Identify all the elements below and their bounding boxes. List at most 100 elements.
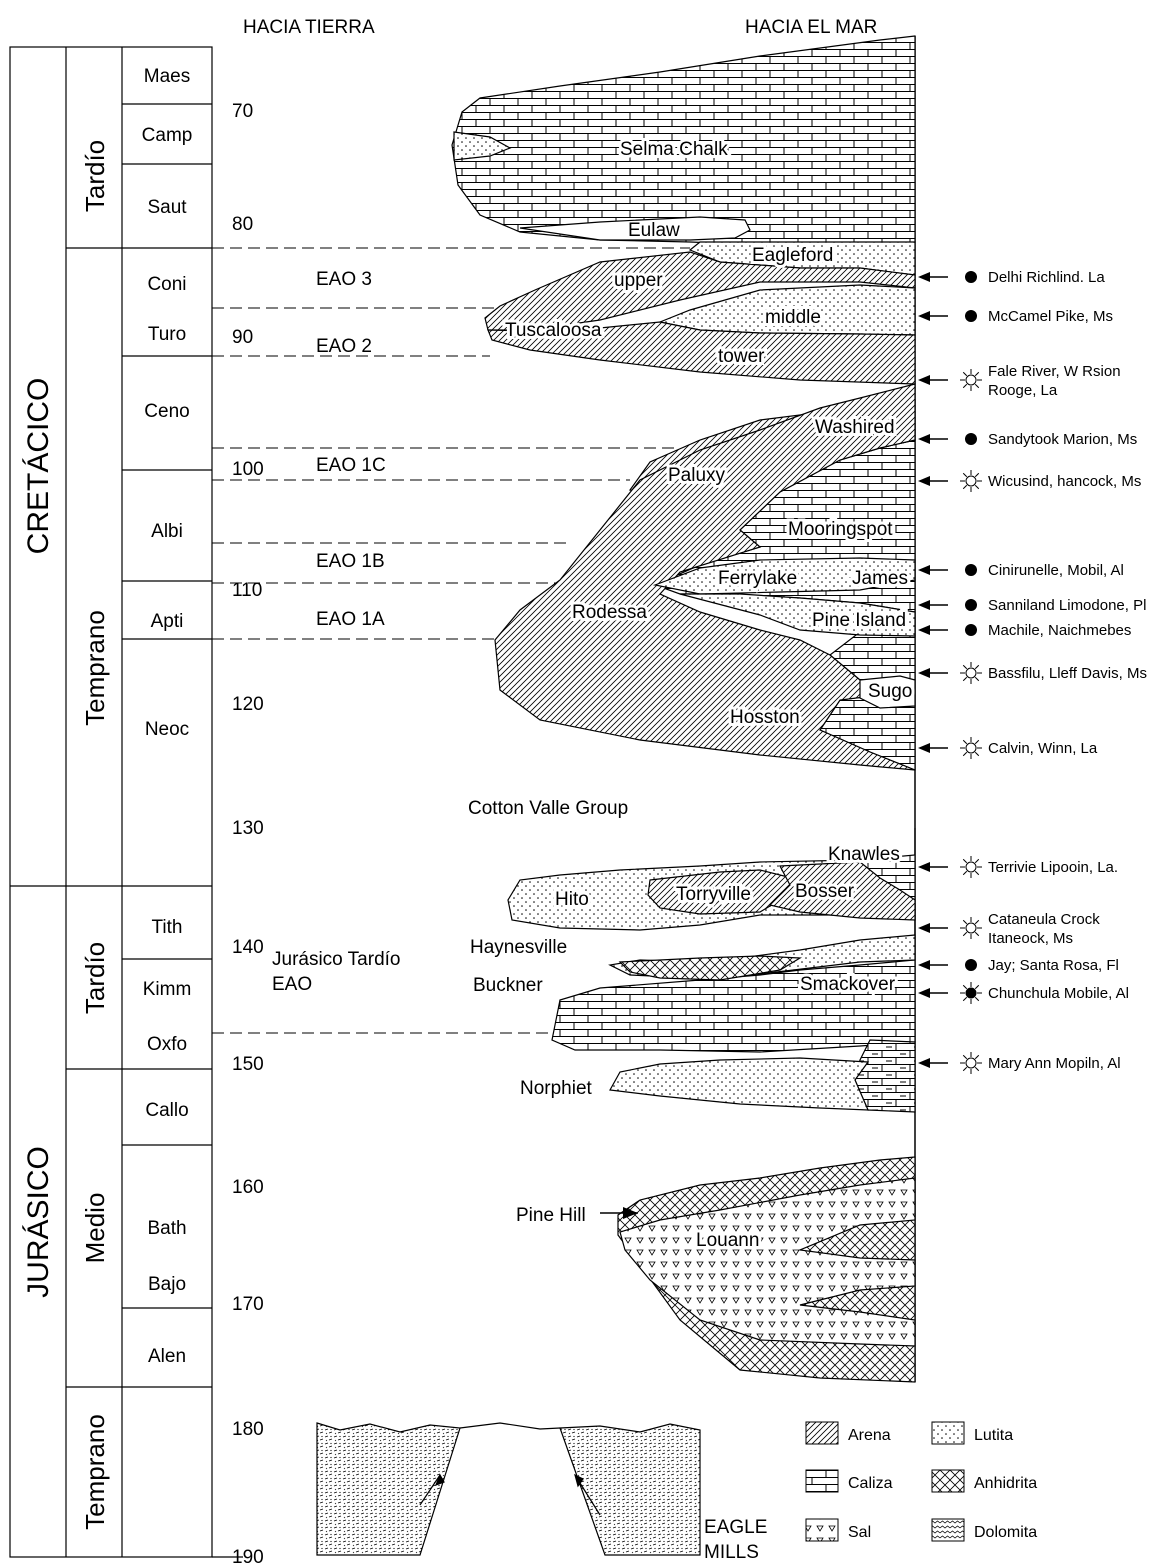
sequence-boundaries xyxy=(212,247,690,1034)
field-name: Cataneula Crock xyxy=(988,911,1100,928)
field-annotation: Machile, Naichmebes xyxy=(918,622,1131,639)
oil-field-icon xyxy=(965,959,977,971)
label-smackover: Smackover xyxy=(800,974,896,995)
label-mooringspot: Mooringspot xyxy=(788,519,893,540)
body-tuscaloosa-lower xyxy=(487,321,916,385)
field-name: Delhi Richlind. La xyxy=(988,269,1105,286)
legend-label-sal: Sal xyxy=(848,1524,871,1541)
legend-swatch-dolomita xyxy=(931,1518,965,1542)
period-jurassic: JURÁSICO xyxy=(22,1146,55,1298)
age-160: 160 xyxy=(232,1177,264,1198)
label-eulaw: Eulaw xyxy=(628,220,680,241)
epoch-jur-early: Temprano xyxy=(80,1414,110,1530)
label-tower: tower xyxy=(718,346,765,367)
field-annotation: Wicusind, hancock, Ms xyxy=(918,470,1141,492)
period-cretacic: CRETÁCICO xyxy=(22,378,55,555)
gas-field-icon xyxy=(960,662,982,684)
label-pine-island: Pine Island xyxy=(812,610,906,631)
gas-field-icon xyxy=(960,369,982,391)
age-140: 140 xyxy=(232,937,264,958)
field-annotation: McCamel Pike, Ms xyxy=(918,308,1113,325)
label-eagleford: Eagleford xyxy=(752,245,833,266)
epoch-cret-early: Temprano xyxy=(80,610,110,726)
legend-swatch-lutita xyxy=(931,1421,965,1445)
oil-field-icon xyxy=(965,271,977,283)
seq-eao1a: EAO 1A xyxy=(316,609,385,630)
field-name: Wicusind, hancock, Ms xyxy=(988,473,1141,490)
stage-oxfo: Oxfo xyxy=(147,1034,187,1055)
age-130: 130 xyxy=(232,818,264,839)
age-110: 110 xyxy=(232,580,262,601)
age-90: 90 xyxy=(232,327,253,348)
stage-tith: Tith xyxy=(152,917,183,938)
field-arrowhead xyxy=(918,311,930,321)
age-80: 80 xyxy=(232,214,253,235)
label-hosston: Hosston xyxy=(730,707,800,728)
field-annotation: Sanniland Limodone, Pl xyxy=(918,597,1146,614)
stage-apti: Apti xyxy=(151,611,184,632)
field-name-line2: Rooge, La xyxy=(988,382,1058,399)
body-norphiet xyxy=(609,1057,870,1111)
age-120: 120 xyxy=(232,694,264,715)
stage-bath: Bath xyxy=(147,1218,186,1239)
field-arrowhead xyxy=(918,272,930,282)
eagle-mills-basement xyxy=(316,1422,701,1556)
field-arrowhead xyxy=(918,960,930,970)
stage-neoc: Neoc xyxy=(145,719,189,740)
age-70: 70 xyxy=(232,101,253,122)
legend-swatch-anhidrita xyxy=(931,1469,965,1493)
field-annotation: Cinirunelle, Mobil, Al xyxy=(918,562,1124,579)
body-sugo xyxy=(859,675,916,709)
field-annotation: Jay; Santa Rosa, Fl xyxy=(918,957,1119,974)
field-name: Cinirunelle, Mobil, Al xyxy=(988,562,1124,579)
legend-swatch-caliza xyxy=(805,1469,839,1493)
body-eulaw xyxy=(519,216,751,241)
field-arrowhead xyxy=(918,375,930,385)
field-arrowhead xyxy=(918,1058,930,1068)
field-name: Mary Ann Mopiln, Al xyxy=(988,1055,1121,1072)
stage-albi: Albi xyxy=(151,521,183,542)
stage-ceno: Ceno xyxy=(144,401,189,422)
seq-eao3: EAO 3 xyxy=(316,269,372,290)
label-louann: Louann xyxy=(696,1230,759,1251)
label-upper: upper xyxy=(614,270,663,291)
stage-coni: Coni xyxy=(147,274,186,295)
oil-field-icon xyxy=(965,564,977,576)
field-annotation: Terrivie Lipooin, La. xyxy=(918,856,1118,878)
body-buckner-anhydrite xyxy=(618,955,803,981)
label-norphiet: Norphiet xyxy=(520,1078,593,1099)
field-annotation: Mary Ann Mopiln, Al xyxy=(918,1052,1121,1074)
gas-field-icon xyxy=(960,470,982,492)
body-paluxy-rodessa-hosston xyxy=(494,383,916,771)
field-arrowhead xyxy=(918,743,930,753)
field-name: Jay; Santa Rosa, Fl xyxy=(988,957,1119,974)
field-arrowhead xyxy=(918,600,930,610)
time-scale-table xyxy=(9,46,243,1558)
seq-jurassic-late: Jurásico Tardío xyxy=(272,949,401,970)
age-180: 180 xyxy=(232,1419,264,1440)
field-annotation: Bassfilu, Lleff Davis, Ms xyxy=(918,662,1147,684)
body-pine-island xyxy=(679,593,916,637)
oil-field-icon xyxy=(965,433,977,445)
label-buckner: Buckner xyxy=(473,975,543,996)
legend-label-anhidrita: Anhidrita xyxy=(974,1475,1037,1492)
stage-saut: Saut xyxy=(147,197,187,218)
field-name: McCamel Pike, Ms xyxy=(988,308,1113,325)
age-150: 150 xyxy=(232,1054,264,1075)
legend-label-dolomita: Dolomita xyxy=(974,1524,1037,1541)
field-arrowhead xyxy=(918,668,930,678)
label-tuscaloosa: Tuscaloosa xyxy=(505,320,602,341)
label-washired: Washired xyxy=(815,417,895,438)
field-name: Sandytook Marion, Ms xyxy=(988,431,1137,448)
legend-swatch-arena xyxy=(805,1421,839,1445)
field-arrowhead xyxy=(918,862,930,872)
label-selma-chalk: Selma Chalk xyxy=(620,139,728,160)
stage-turo: Turo xyxy=(148,324,186,345)
age-190: 190 xyxy=(232,1547,264,1564)
stage-maes: Maes xyxy=(144,66,190,87)
oil-gas-field-icon xyxy=(960,982,982,1004)
label-rodessa: Rodessa xyxy=(572,602,647,623)
